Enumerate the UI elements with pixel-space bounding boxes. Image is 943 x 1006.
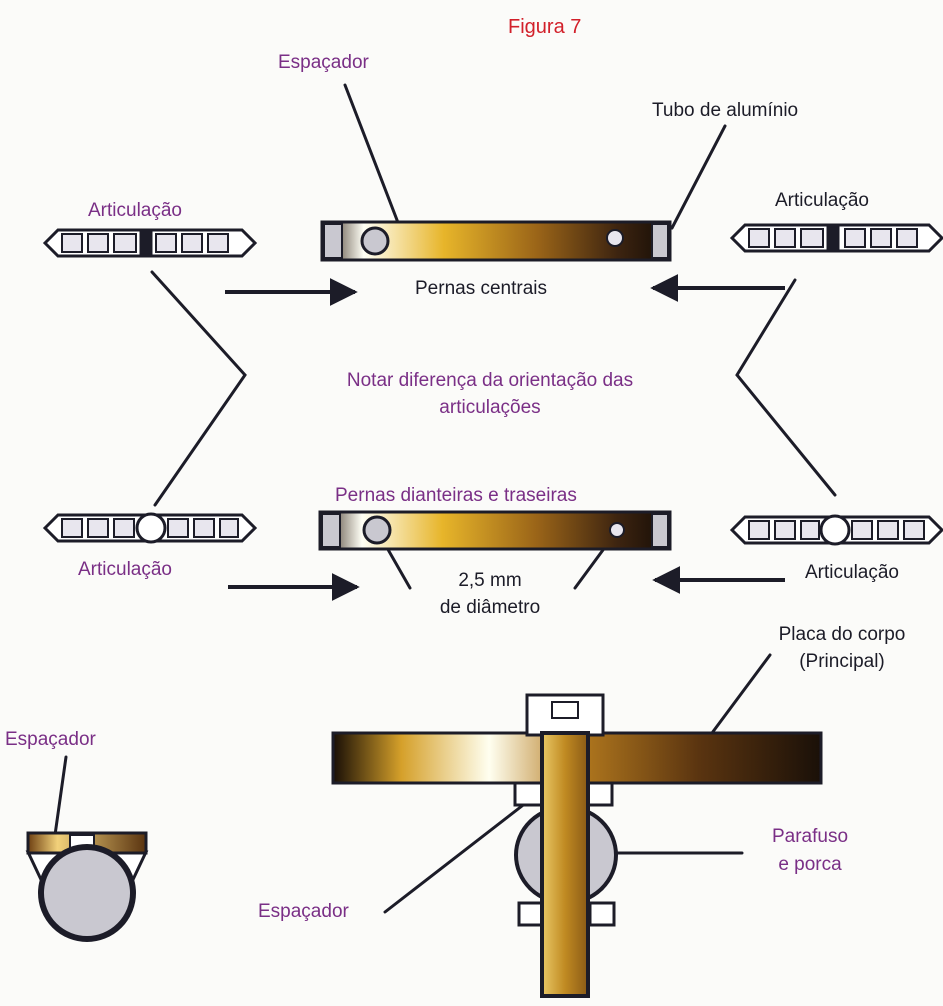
figure-title: Figura 7 [508,16,582,38]
label-notar-line1: Notar diferença da orientação das [346,370,634,391]
label-parafuso-line1: Parafuso [771,826,849,847]
small-spacer-detail [25,831,149,942]
label-pernas-centrais: Pernas centrais [415,278,548,299]
articulation-bottom-right [729,514,943,546]
label-articulacao-bottom-left: Articulação [78,559,172,580]
label-articulacao-bottom-right: Articulação [805,562,899,583]
label-espacador-bottom: Espaçador [258,901,349,922]
placa-leader-line [710,653,772,735]
label-pernas-dianteiras: Pernas dianteiras e traseiras [335,485,577,506]
tubo-leader-line [670,124,727,230]
right-chevron-line [735,278,837,497]
espacador-leader-line [343,83,404,235]
label-placa-line2: (Principal) [799,651,885,672]
center-leg-tube [320,220,672,262]
label-articulacao-top-left: Articulação [88,200,182,221]
articulation-top-right [729,223,943,253]
body-plate-assembly [331,693,823,998]
label-tubo-de-aluminio: Tubo de alumínio [652,100,799,121]
label-notar-line2: articulações [439,397,541,418]
label-diametro-line2: de diâmetro [439,597,541,618]
label-espacador-left: Espaçador [5,729,96,750]
front-rear-leg-tube [318,510,672,551]
articulation-bottom-left [42,512,258,544]
label-parafuso-line2: e porca [778,854,842,875]
left-chevron-line [150,270,247,507]
label-articulacao-top-right: Articulação [775,190,869,211]
label-espacador-top: Espaçador [278,52,369,73]
label-placa-line1: Placa do corpo [778,624,906,645]
articulation-top-left [42,228,258,258]
espacador-bottom-leader-line [383,790,542,914]
espacador-left-leader-line [53,755,68,837]
label-diametro-line1: 2,5 mm [458,570,522,591]
